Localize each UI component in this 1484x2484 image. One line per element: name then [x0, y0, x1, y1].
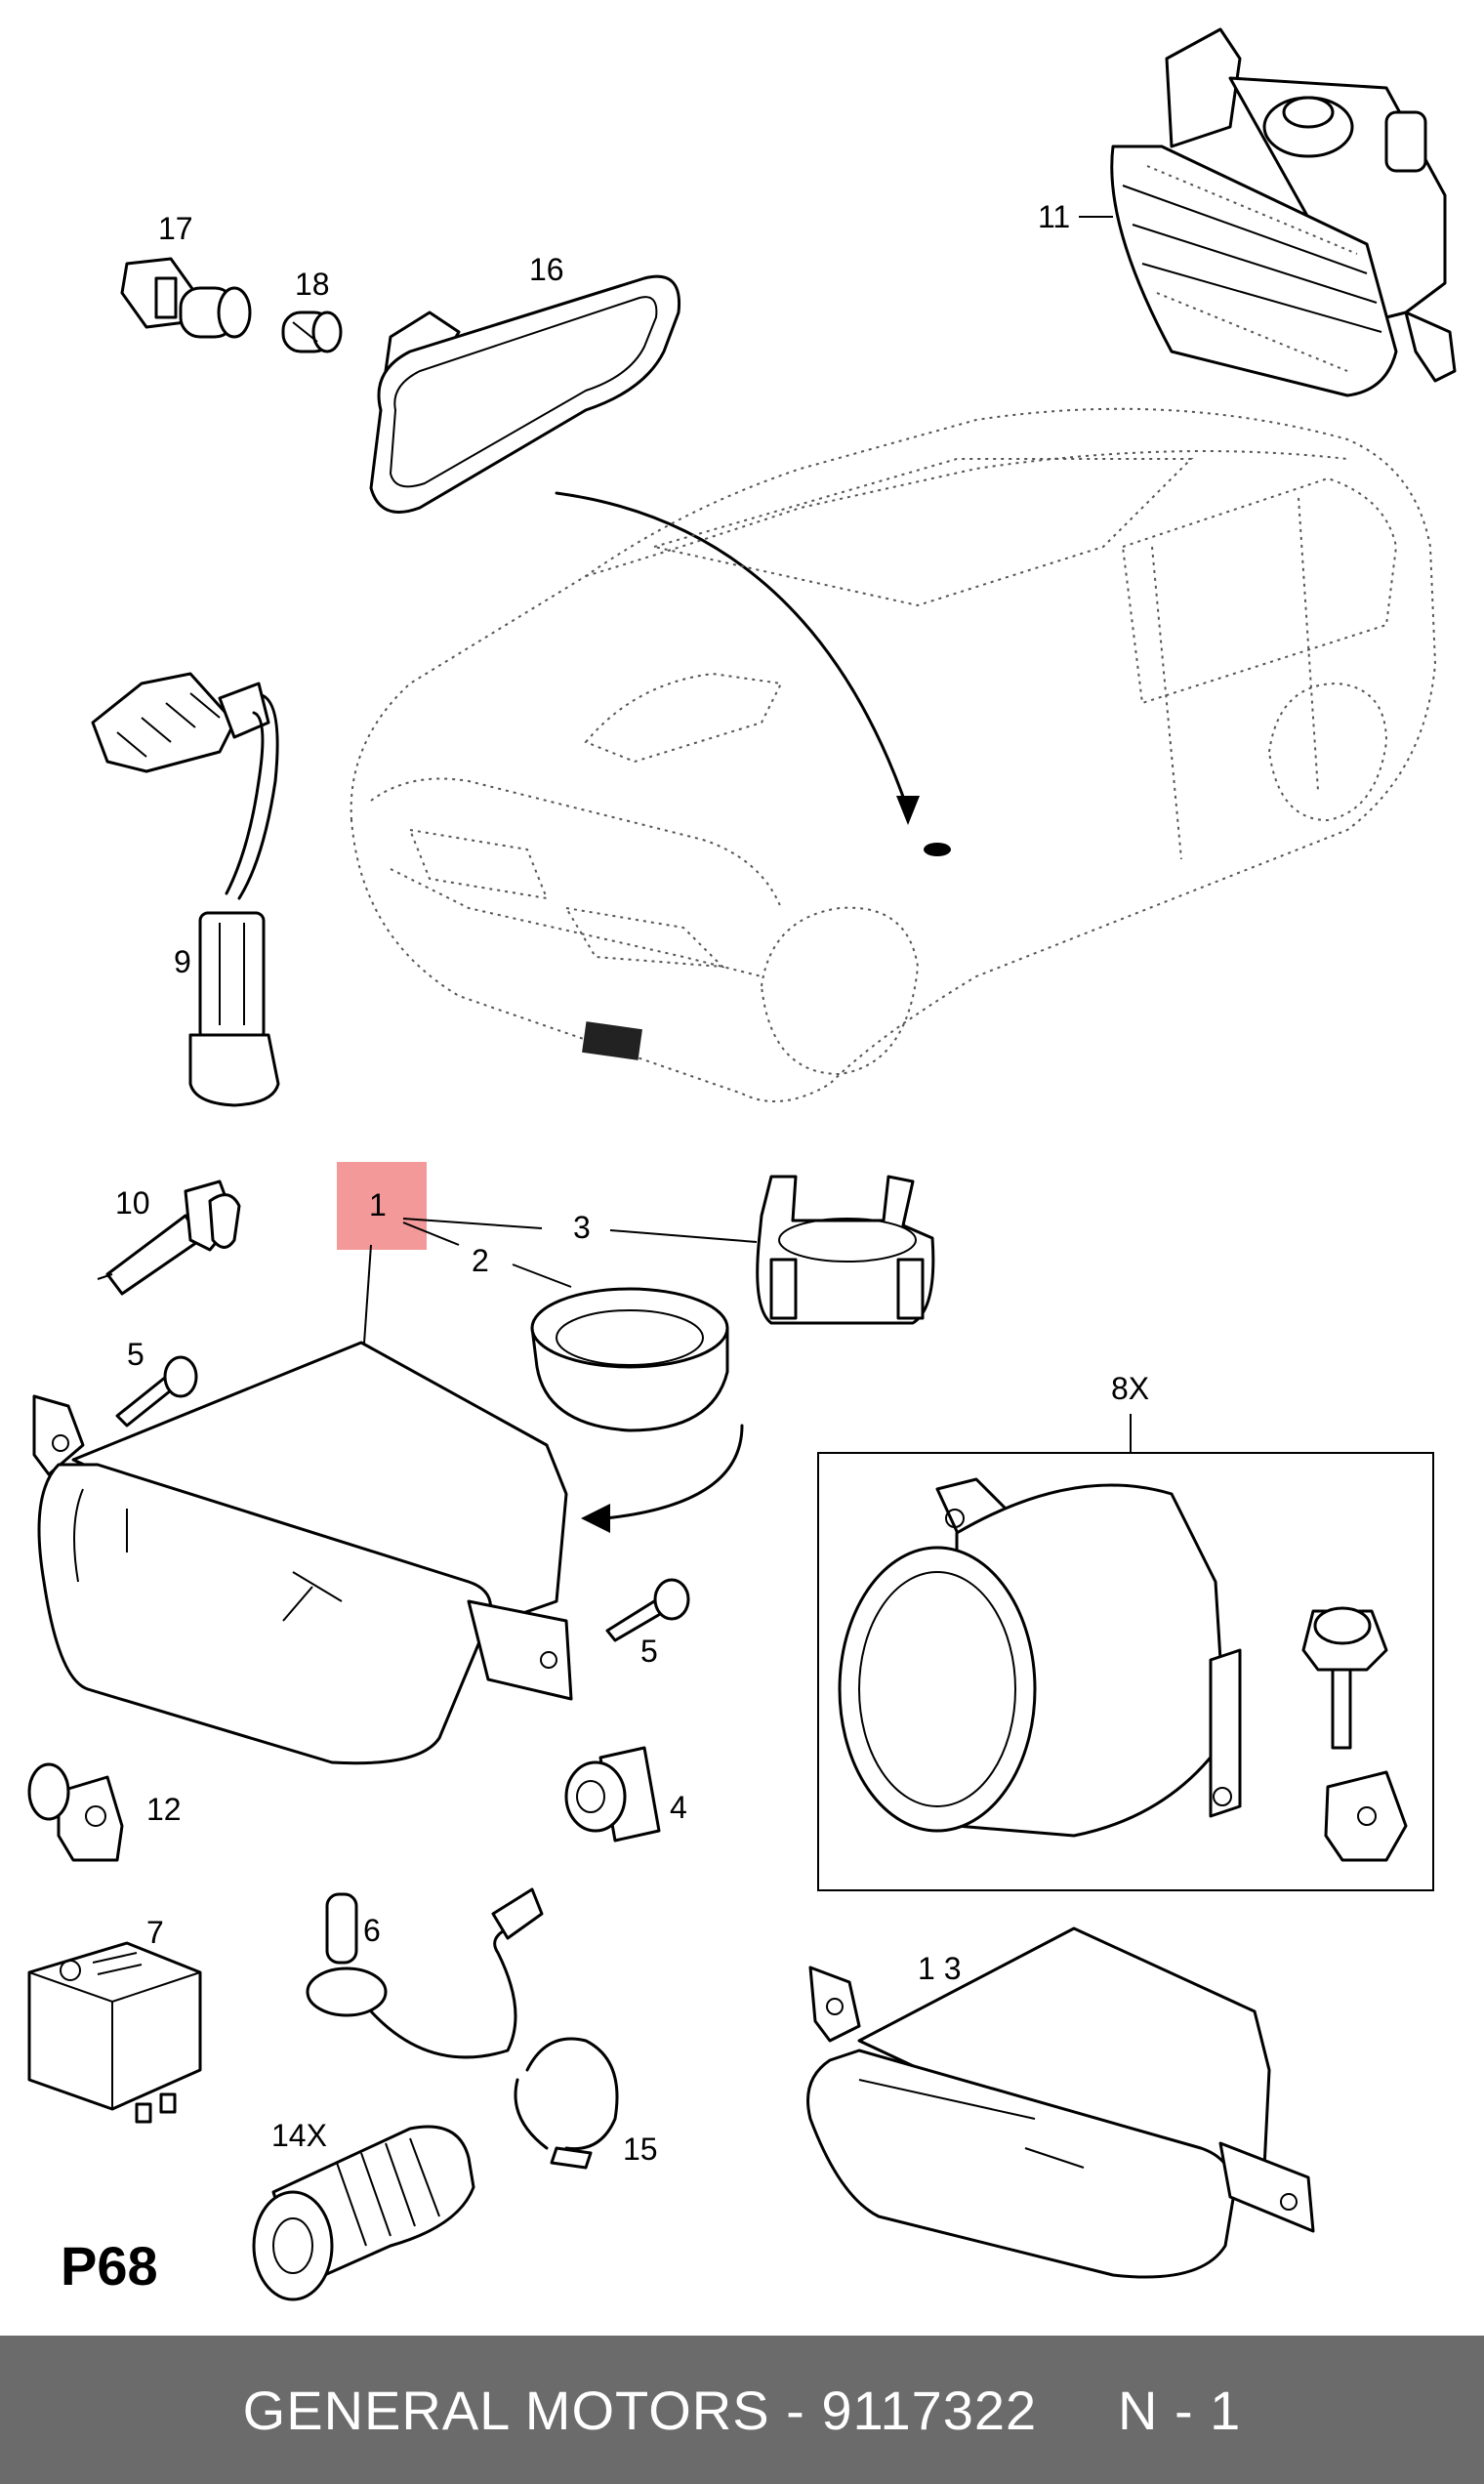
grommet-12[interactable] — [27, 1762, 124, 1862]
kit-screw[interactable] — [1301, 1606, 1388, 1750]
halogen-bulb-10[interactable] — [97, 1180, 241, 1296]
label-1: 1 — [369, 1187, 387, 1222]
car-illustration — [350, 407, 1437, 1102]
label-8x: 8X — [1111, 1371, 1149, 1406]
label-18: 18 — [295, 267, 330, 302]
label-6: 6 — [363, 1913, 381, 1948]
label-3: 3 — [573, 1210, 591, 1245]
bulb-socket-4[interactable] — [564, 1746, 661, 1842]
highlight-box — [337, 1162, 427, 1250]
label-12: 12 — [146, 1792, 182, 1827]
label-11: 11 — [1038, 199, 1070, 234]
round-fog-lamp-8x[interactable] — [838, 1477, 1242, 1838]
fog-lamp-13[interactable] — [806, 1926, 1315, 2279]
rear-fog-lamp-11[interactable] — [1110, 27, 1457, 397]
bulb-holder-17[interactable] — [120, 257, 252, 339]
label-5b: 5 — [640, 1634, 658, 1669]
retaining-clip-3[interactable] — [756, 1175, 935, 1325]
label-16: 16 — [529, 252, 564, 287]
fog-lamp-1[interactable] — [32, 1341, 573, 1765]
label-5a: 5 — [127, 1337, 144, 1372]
label-17: 17 — [158, 211, 193, 246]
bulb-18[interactable] — [281, 310, 343, 353]
wiring-harness-9[interactable] — [91, 672, 280, 1107]
bulb-with-lead-6[interactable] — [306, 1887, 544, 2059]
kit-clip[interactable] — [1324, 1770, 1408, 1862]
label-7: 7 — [146, 1915, 164, 1950]
footer-text: GENERAL MOTORS - 9117322 N - 1 — [242, 2379, 1242, 2441]
screw-5-top[interactable] — [115, 1355, 198, 1428]
label-13: 1 3 — [918, 1951, 961, 1986]
cap-2[interactable] — [530, 1287, 729, 1432]
label-10: 10 — [115, 1185, 150, 1221]
bulb-sleeve-14x[interactable] — [252, 2125, 475, 2301]
screw-5-right[interactable] — [605, 1578, 690, 1642]
label-9: 9 — [174, 944, 191, 979]
clamp-15[interactable] — [514, 2037, 619, 2170]
label-14x: 14X — [271, 2118, 327, 2153]
parts-diagram: 17 18 16 11 — [27, 27, 1457, 2301]
kit-8x-box — [817, 1452, 1434, 1891]
footer-bar: GENERAL MOTORS - 9117322 N - 1 — [0, 2336, 1484, 2484]
label-2: 2 — [472, 1243, 489, 1278]
side-marker-lamp-16[interactable] — [369, 274, 681, 514]
label-15: 15 — [623, 2132, 658, 2167]
relay-7[interactable] — [27, 1941, 202, 2124]
page-code: P68 — [61, 2235, 158, 2297]
label-4: 4 — [670, 1790, 687, 1825]
